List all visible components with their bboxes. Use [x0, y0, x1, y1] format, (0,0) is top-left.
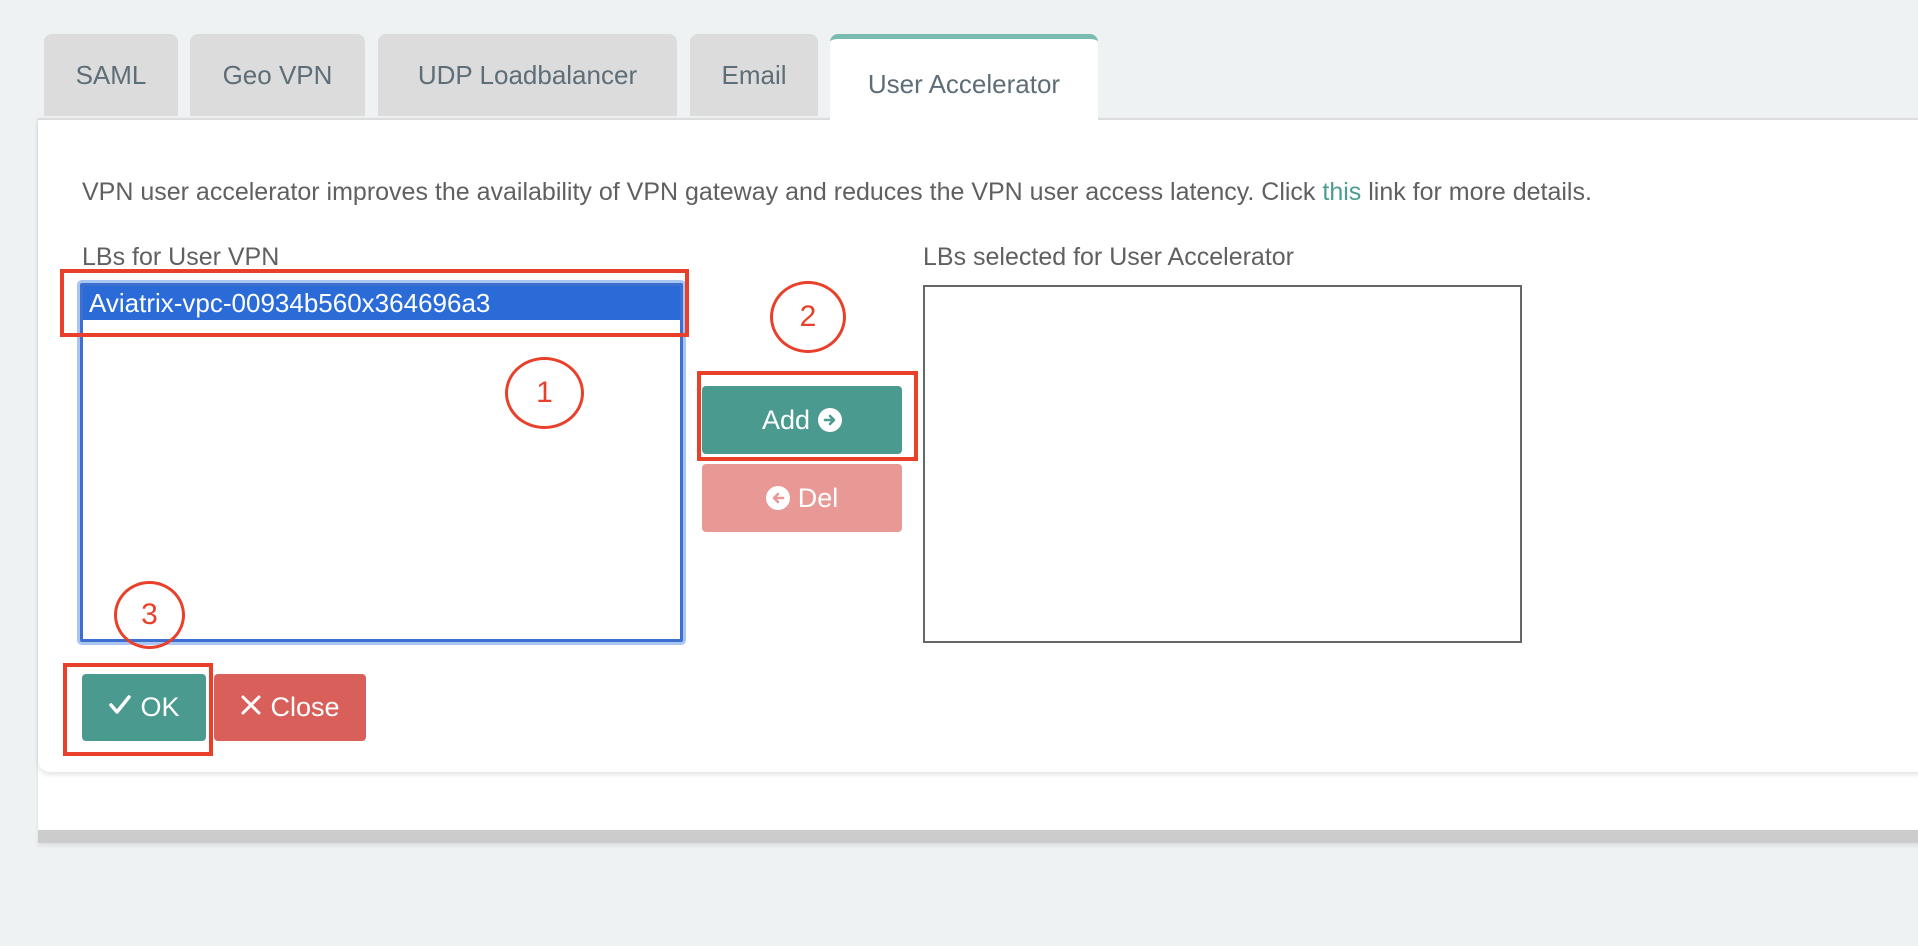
- tab-saml[interactable]: SAML: [44, 34, 178, 116]
- arrow-circle-right-icon: [818, 408, 843, 432]
- close-button[interactable]: Close: [214, 674, 366, 741]
- tab-label: Geo VPN: [222, 59, 333, 90]
- tab-label: Email: [721, 59, 787, 90]
- ok-button[interactable]: OK: [82, 674, 206, 741]
- panel-footer-bar: [38, 830, 1918, 843]
- x-icon: [240, 692, 262, 723]
- check-icon: [108, 692, 132, 723]
- lbs-for-user-vpn-list[interactable]: Aviatrix-vpc-00934b560x364696a3: [80, 283, 683, 642]
- tab-label: User Accelerator: [867, 69, 1061, 99]
- arrow-circle-left-icon: [765, 486, 790, 510]
- tab-label: SAML: [75, 59, 147, 90]
- tab-label: UDP Loadbalancer: [417, 59, 638, 90]
- tab-udp-loadbalancer[interactable]: UDP Loadbalancer: [378, 34, 677, 116]
- tab-user-accelerator[interactable]: User Accelerator: [830, 34, 1098, 122]
- add-button[interactable]: Add: [702, 386, 902, 454]
- left-list-label: LBs for User VPN: [82, 243, 280, 271]
- del-button[interactable]: Del: [702, 464, 902, 532]
- details-link[interactable]: this: [1322, 178, 1362, 206]
- right-list-label: LBs selected for User Accelerator: [923, 243, 1294, 271]
- list-option[interactable]: Aviatrix-vpc-00934b560x364696a3: [83, 286, 680, 320]
- tab-geo-vpn[interactable]: Geo VPN: [190, 34, 365, 116]
- lbs-selected-for-user-accelerator-list[interactable]: [923, 285, 1522, 643]
- tab-email[interactable]: Email: [690, 34, 818, 116]
- description-text: VPN user accelerator improves the availa…: [82, 178, 1592, 206]
